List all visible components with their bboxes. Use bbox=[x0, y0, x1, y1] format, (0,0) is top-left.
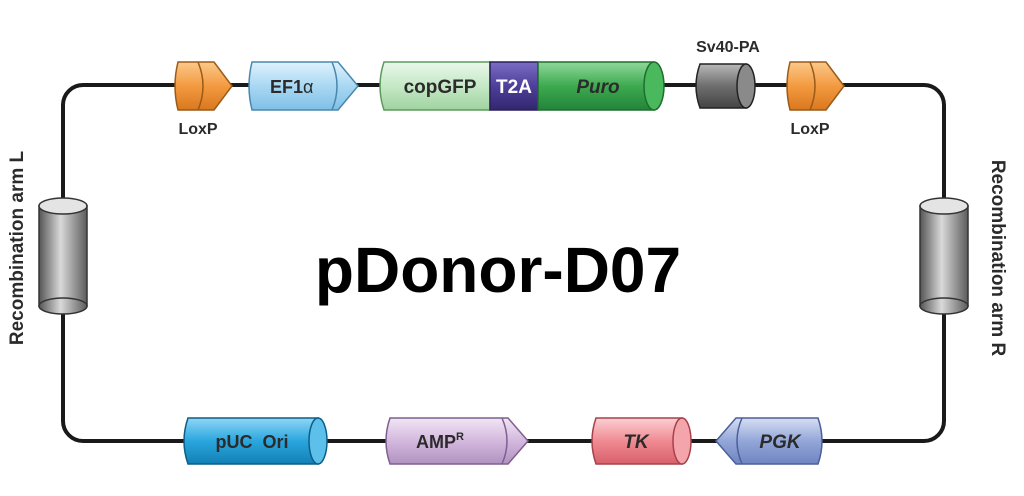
loxp-left-label: LoxP bbox=[178, 121, 217, 138]
loxp-right-label: LoxP bbox=[790, 121, 829, 138]
puro-gene: Puro bbox=[537, 61, 665, 111]
puc-ori-label: pUC Ori bbox=[215, 432, 288, 452]
copgfp-label: copGFP bbox=[404, 77, 477, 98]
t2a-element: T2A bbox=[489, 61, 539, 111]
t2a-label: T2A bbox=[496, 77, 532, 98]
sv40pa-label: Sv40-PA bbox=[696, 39, 760, 56]
arm-left-label: Recombination arm L bbox=[7, 150, 28, 345]
ampr-label: AMPR bbox=[416, 431, 464, 452]
tk-gene: TK bbox=[591, 417, 692, 465]
puc-ori-element: pUC Ori bbox=[183, 417, 328, 465]
copgfp-gene: copGFP bbox=[379, 61, 491, 111]
tk-label: TK bbox=[623, 432, 650, 453]
recombination-arm-right bbox=[919, 197, 969, 315]
plasmid-title: pDonor-D07 bbox=[315, 234, 681, 306]
ef1a-label: EF1α bbox=[270, 77, 313, 97]
ef1a-promoter: EF1α bbox=[248, 61, 359, 111]
loxp-right-element: LoxP bbox=[786, 61, 845, 138]
sv40pa-element: Sv40-PA bbox=[695, 39, 760, 109]
ampr-gene: AMPR bbox=[385, 417, 529, 465]
loxp-left-element: LoxP bbox=[174, 61, 233, 138]
pgk-promoter: PGK bbox=[715, 417, 823, 465]
arm-right-label: Recombination arm R bbox=[987, 160, 1008, 357]
pgk-label: PGK bbox=[759, 432, 801, 453]
puro-label: Puro bbox=[576, 77, 619, 98]
recombination-arm-left bbox=[38, 197, 88, 315]
